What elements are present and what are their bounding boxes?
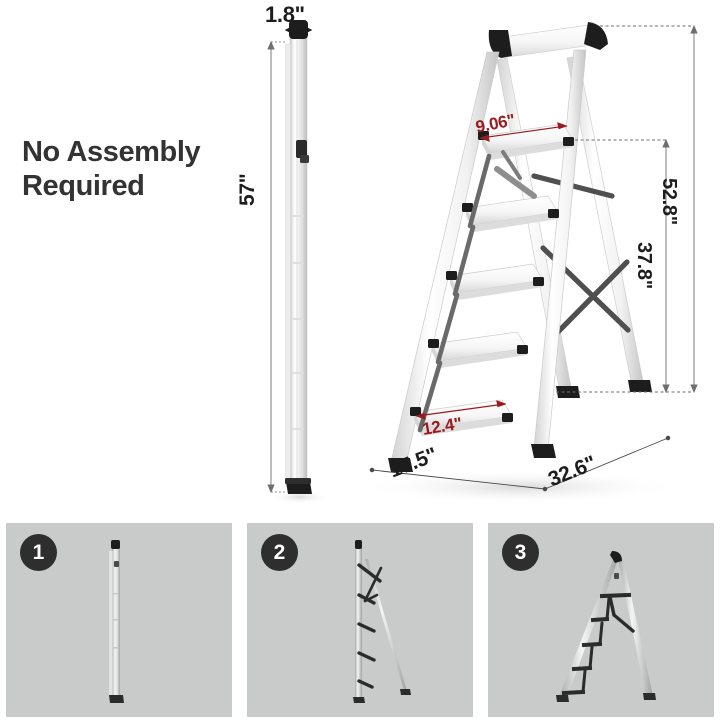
page-title: No Assembly Required: [22, 136, 201, 202]
front-rails: [388, 49, 587, 472]
dimension-label-57: 57": [236, 173, 259, 206]
dimension-label-37-8: 37.8": [633, 242, 655, 289]
ladder-step: [428, 331, 528, 368]
dimension-line-32-6: [544, 435, 671, 490]
dimension-line-12-4: [415, 400, 507, 420]
dimension-line-9-06: [479, 122, 568, 142]
ladder-step: [410, 399, 513, 436]
step-panels: 1: [0, 520, 720, 720]
dimension-label-52-8: 52.8": [658, 178, 680, 225]
dimension-label-1-8: 1.8": [265, 2, 305, 27]
step-2-illustration: [353, 540, 411, 703]
floor-shadow: [360, 470, 680, 504]
step-panel-3: 3: [488, 523, 714, 717]
ladder-steps: [410, 123, 574, 436]
top-brace: [494, 166, 537, 199]
step-badge-3: 3: [502, 534, 539, 571]
dimension-line-1-8: [284, 26, 313, 34]
step-badge-1: 1: [20, 534, 57, 571]
ladder-step: [478, 123, 574, 160]
step-1-illustration: [109, 540, 124, 703]
ladder-step: [446, 263, 544, 300]
dimension-leaders: [556, 25, 694, 393]
dimension-line-57: [267, 40, 285, 494]
floor-shadow-folded: [270, 490, 330, 504]
top-handle: [488, 22, 608, 59]
step-panel-2: 2: [247, 523, 473, 717]
open-ladder: [388, 22, 652, 472]
dimension-line-17-5: [369, 467, 548, 492]
dimension-line-37-8: [662, 138, 670, 394]
step-panel-1: 1: [6, 523, 232, 717]
folded-ladder: [285, 20, 312, 494]
main-illustration: [267, 20, 698, 504]
step-badge-2: 2: [261, 534, 298, 571]
secondary-brace: [501, 150, 522, 180]
dimension-line-52-8: [690, 24, 698, 394]
step-3-illustration: [556, 551, 656, 702]
step-supports: [417, 153, 492, 433]
